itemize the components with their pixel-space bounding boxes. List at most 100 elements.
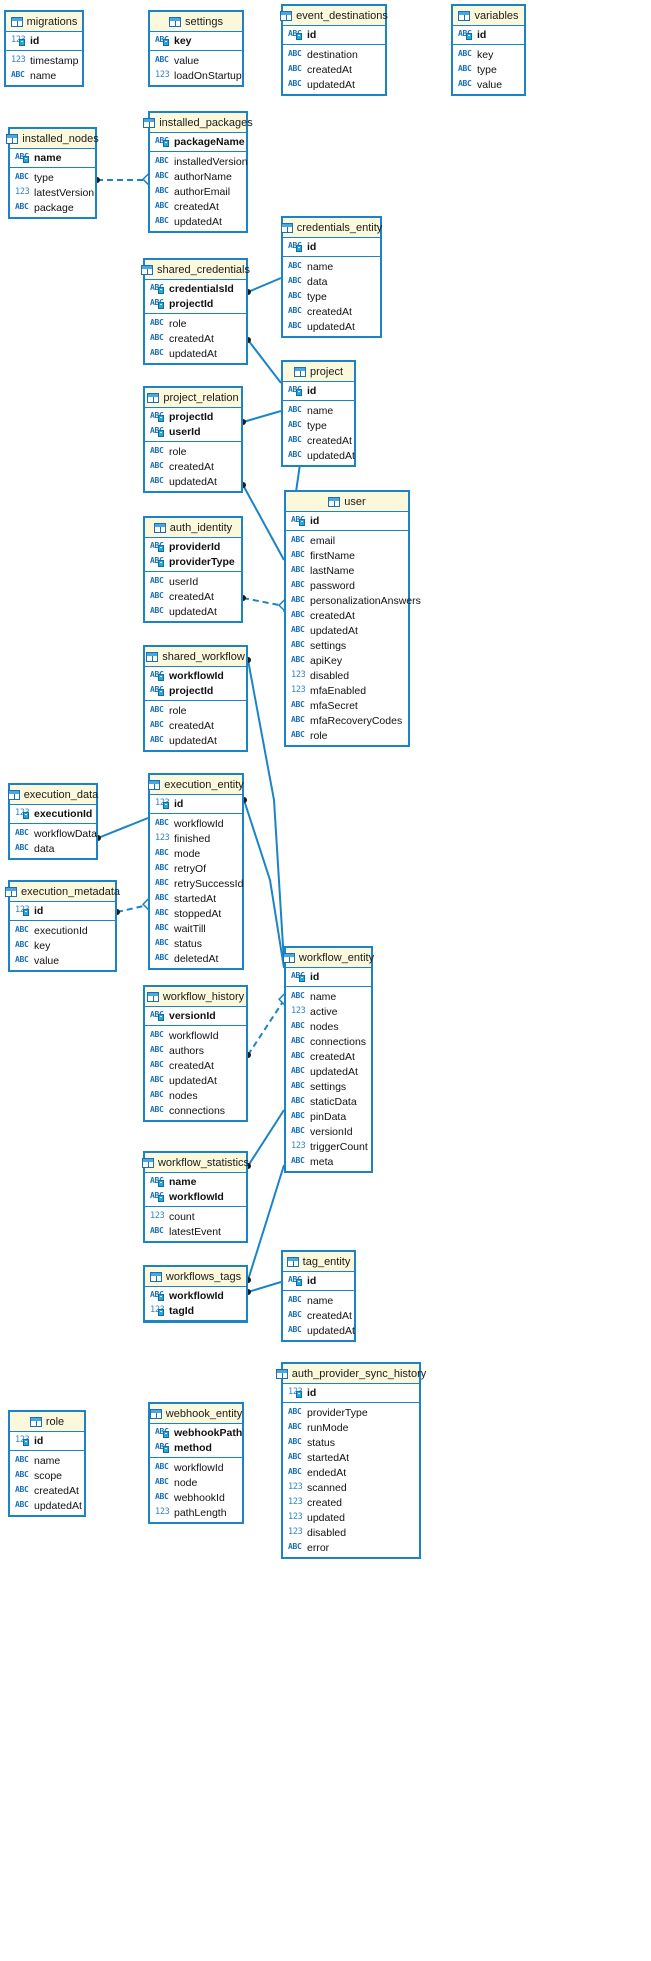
table-header[interactable]: installed_packages (143, 113, 253, 133)
pk-column-id[interactable]: 123id (10, 1433, 84, 1448)
pk-column-id[interactable]: 123id (283, 1385, 419, 1400)
pk-column-id[interactable]: 123id (10, 903, 115, 918)
entity-table-execution_metadata[interactable]: execution_metadata123idABCexecutionIdABC… (4, 880, 120, 972)
pk-column-id[interactable]: 123id (6, 33, 82, 48)
table-header[interactable]: auth_provider_sync_history (275, 1364, 426, 1384)
table-header[interactable]: auth_identity (145, 518, 241, 538)
entity-table-auth_provider_sync_history[interactable]: auth_provider_sync_history123idABCprovid… (275, 1362, 426, 1559)
table-header[interactable]: shared_workflow (145, 647, 246, 667)
table-header[interactable]: project_relation (145, 388, 241, 408)
pk-column-tagId[interactable]: 123tagId (145, 1303, 246, 1318)
entity-table-role[interactable]: role123idABCnameABCscopeABCcreatedAtABCu… (8, 1410, 86, 1517)
table-header[interactable]: event_destinations (280, 6, 388, 26)
table-header[interactable]: execution_entity (148, 775, 244, 795)
table-header[interactable]: workflow_history (145, 987, 246, 1007)
table-header[interactable]: migrations (6, 12, 82, 32)
table-header[interactable]: credentials_entity (280, 218, 382, 238)
table-header[interactable]: role (10, 1412, 84, 1432)
table-header[interactable]: variables (453, 6, 524, 26)
entity-table-workflows_tags[interactable]: workflows_tagsABCworkflowId123tagId (143, 1265, 248, 1323)
